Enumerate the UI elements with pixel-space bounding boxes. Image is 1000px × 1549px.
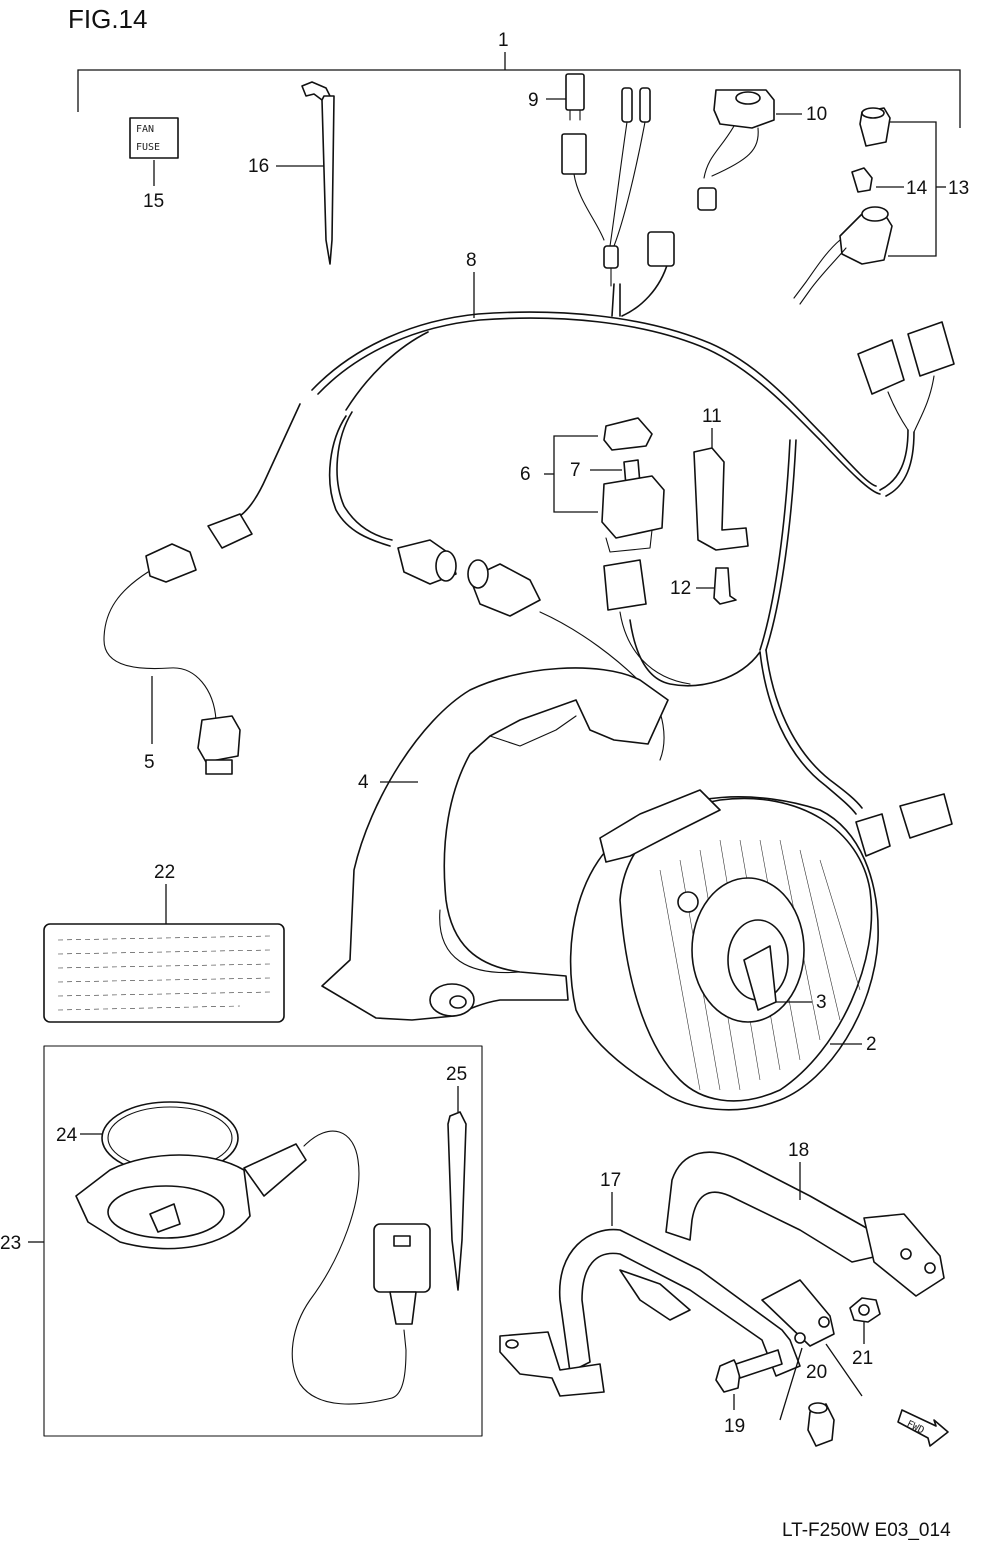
figure-code: LT-F250W E03_014	[782, 1520, 951, 1541]
socket-part	[793, 107, 946, 305]
thermo-switch-part	[103, 571, 241, 775]
fasteners-part	[715, 1297, 881, 1447]
figure-title: FIG.14	[68, 4, 147, 34]
fuse-label-line-1: FAN	[136, 124, 154, 135]
ref-number-6: 6	[520, 464, 531, 485]
ref-number-3: 3	[816, 992, 827, 1013]
relay-part	[544, 417, 691, 685]
ref-number-9: 9	[528, 90, 539, 111]
ref-number-5: 5	[144, 752, 155, 773]
ref-number-25: 25	[446, 1064, 467, 1085]
fan-fuse-label-part: FAN FUSE	[129, 117, 179, 186]
ref-number-22: 22	[154, 862, 175, 883]
mud-kit-group	[28, 1045, 483, 1437]
ref-number-10: 10	[806, 104, 827, 125]
fan-bracket-part	[499, 1151, 945, 1397]
ref-number-8: 8	[466, 250, 477, 271]
relay-bracket-part	[693, 428, 749, 605]
forward-arrow-icon: FWD	[897, 1409, 949, 1447]
ref-number-19: 19	[724, 1416, 745, 1437]
fuse-holder-part	[546, 73, 651, 287]
ref-number-7: 7	[570, 460, 581, 481]
ref-number-11: 11	[702, 406, 722, 427]
ref-number-23: 23	[0, 1233, 21, 1254]
ref-number-12: 12	[670, 578, 691, 599]
caution-label-part	[43, 884, 285, 1023]
clamp-part	[276, 81, 335, 265]
fan-shroud-part	[321, 667, 669, 1021]
ref-number-17: 17	[600, 1170, 621, 1191]
ref-number-24: 24	[56, 1125, 78, 1146]
ref-number-21: 21	[852, 1348, 873, 1369]
ref-number-15: 15	[143, 191, 164, 212]
ref-number-1: 1	[498, 30, 509, 51]
ref-number-16: 16	[248, 156, 269, 177]
ref-number-2: 2	[866, 1034, 877, 1055]
wiring-harness-part	[231, 231, 915, 815]
ref-number-4: 4	[358, 772, 369, 793]
reference-numbers: 1 2 3 4 5 6 7 8 9 10 11 12 13 14 15 16 1…	[0, 30, 969, 1437]
kit-bracket	[77, 52, 961, 128]
cooling-fan-part	[569, 789, 879, 1111]
ref-number-18: 18	[788, 1140, 809, 1161]
fuse-label-line-2: FUSE	[136, 142, 160, 153]
harness-connectors	[145, 321, 955, 857]
ref-number-20: 20	[806, 1362, 827, 1383]
ref-number-14: 14	[906, 178, 928, 199]
ref-number-13: 13	[948, 178, 969, 199]
switch-part	[697, 89, 802, 211]
